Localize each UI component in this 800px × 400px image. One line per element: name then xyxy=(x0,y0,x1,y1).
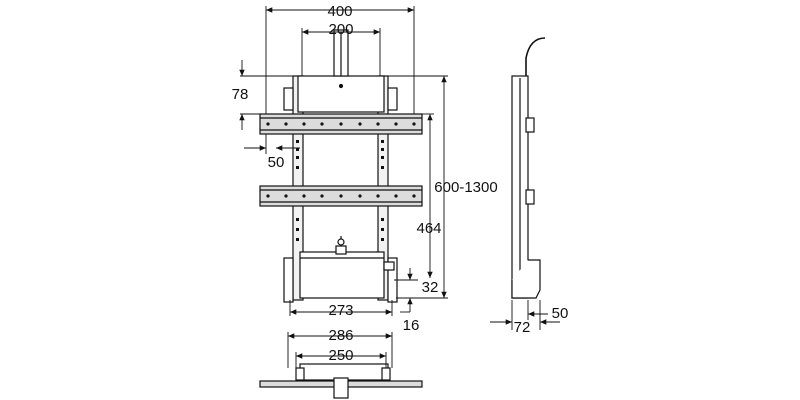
dim-464: 464 xyxy=(416,220,441,237)
dim-250: 250 xyxy=(328,347,353,364)
top-plate xyxy=(297,75,385,113)
dim-286: 286 xyxy=(328,327,353,344)
dim-200: 200 xyxy=(328,21,353,38)
dim-273: 273 xyxy=(328,302,353,319)
side-view xyxy=(511,37,546,299)
dim-400: 400 xyxy=(327,3,352,20)
dim-50-slot: 50 xyxy=(268,154,285,171)
dimension-labels: 400 200 78 50 600-1300 464 32 273 16 286… xyxy=(232,3,569,364)
dim-72: 72 xyxy=(514,319,531,336)
front-view xyxy=(259,29,423,303)
bottom-box xyxy=(299,251,385,299)
dimension-lines xyxy=(239,6,560,368)
foot-view xyxy=(259,363,423,399)
dim-600-1300: 600-1300 xyxy=(434,179,497,196)
dim-78: 78 xyxy=(232,86,249,103)
dim-16: 16 xyxy=(403,317,420,334)
dim-50-side: 50 xyxy=(552,305,569,322)
dim-32: 32 xyxy=(422,279,439,296)
